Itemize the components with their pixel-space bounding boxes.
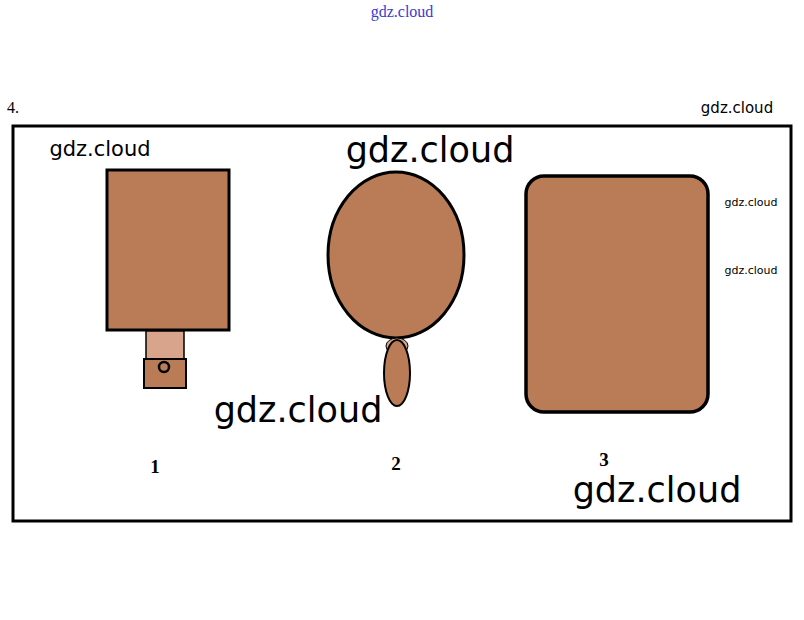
watermark: gdz.cloud xyxy=(724,197,777,208)
callout-number: 3 xyxy=(599,450,609,469)
stem-part xyxy=(146,331,184,359)
watermark: gdz.cloud xyxy=(724,265,777,276)
task-number: 4. xyxy=(7,100,19,116)
watermark: gdz.cloud xyxy=(346,133,515,168)
oval-object xyxy=(328,172,464,338)
frame xyxy=(13,126,791,521)
stem-base xyxy=(144,359,186,388)
watermark: gdz.cloud xyxy=(214,393,383,428)
callout-number: 1 xyxy=(150,457,160,476)
rectangle-object xyxy=(107,170,229,330)
handle-part xyxy=(384,340,410,406)
watermark: gdz.cloud xyxy=(49,139,150,160)
watermark: gdz.cloud xyxy=(573,473,742,508)
watermark: gdz.cloud xyxy=(701,101,773,116)
watermark: gdz.cloud xyxy=(371,4,434,20)
hole xyxy=(159,362,169,372)
rounded-rectangle-object xyxy=(526,176,708,412)
callout-number: 2 xyxy=(391,454,401,473)
